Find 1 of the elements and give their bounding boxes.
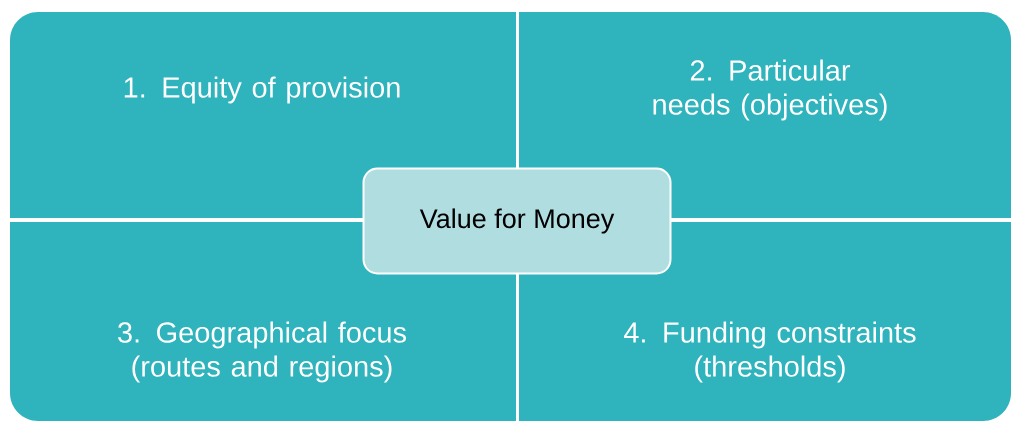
center-box: Value for Money (362, 167, 672, 275)
